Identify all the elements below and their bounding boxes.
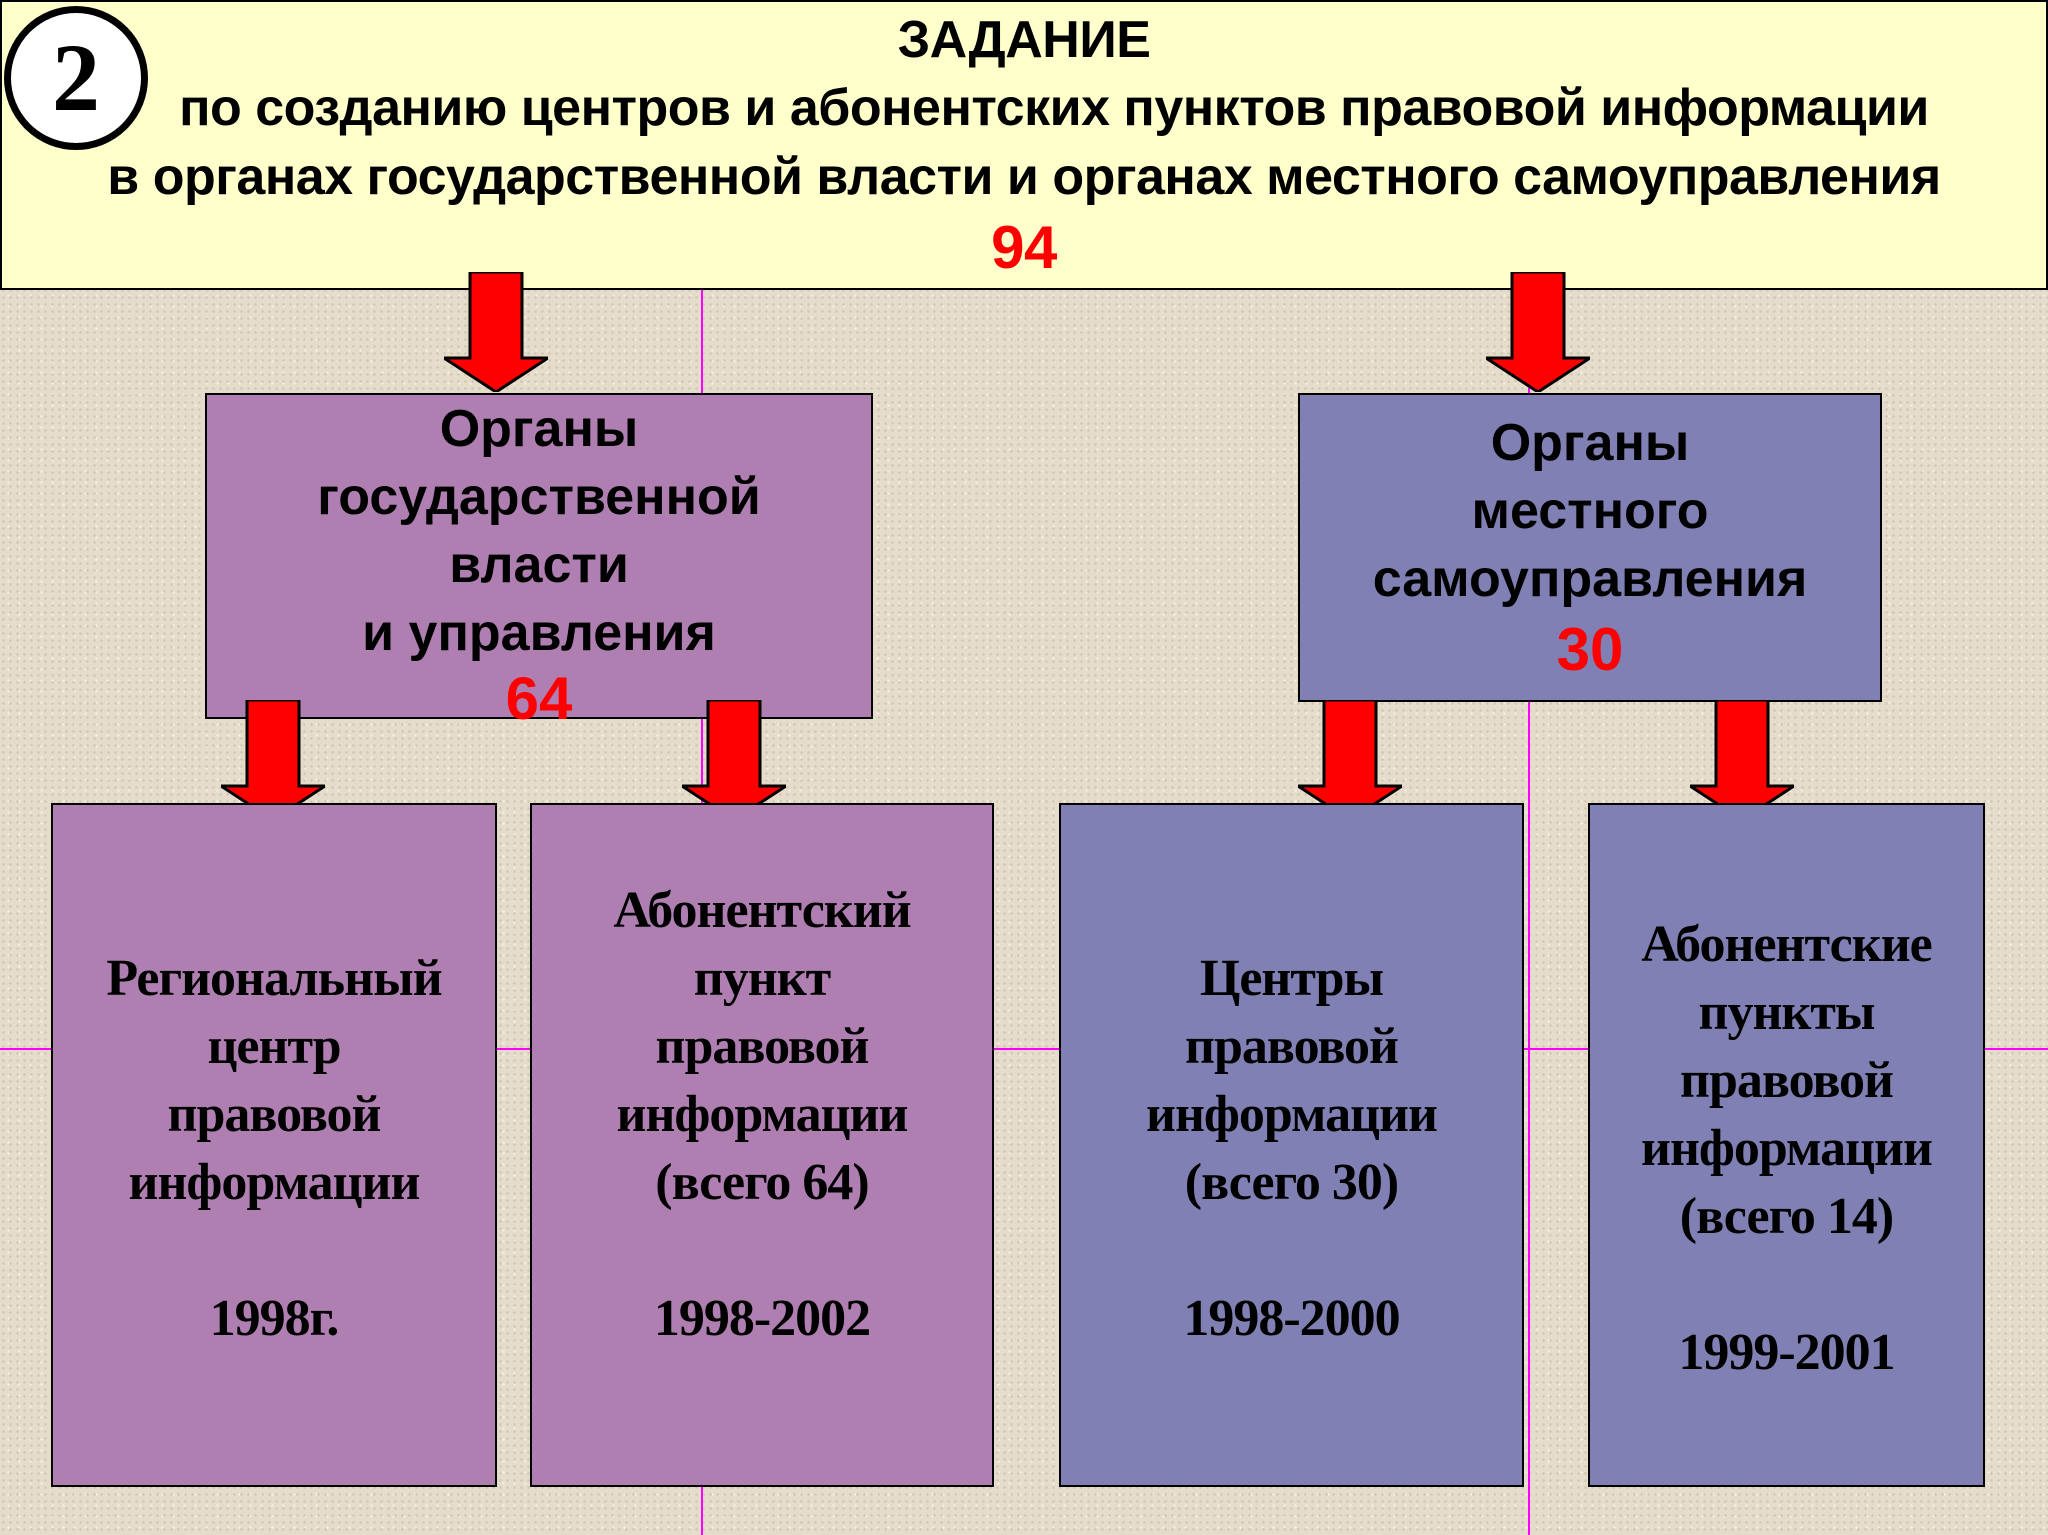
- box-text: власти: [449, 536, 629, 594]
- box-text: пункты: [1698, 984, 1875, 1041]
- box-text: Абонентские: [1641, 916, 1932, 973]
- state-subscriber-point-box: Абонентский пункт правовой информации (в…: [530, 803, 994, 1487]
- box-text: и управления: [362, 604, 716, 662]
- box-text: центр: [207, 1018, 341, 1075]
- local-centers-box: Центры правовой информации (всего 30) 19…: [1059, 803, 1524, 1487]
- local-subscriber-points-box: Абонентские пункты правовой информации (…: [1588, 803, 1985, 1487]
- box-text: Центры: [1199, 950, 1384, 1007]
- box-text: информации: [128, 1154, 421, 1211]
- arrow-down-icon: [1486, 272, 1590, 392]
- box-text: Региональный: [106, 950, 442, 1007]
- years-text: 1998-2002: [653, 1290, 871, 1347]
- local-government-box: Органы местного самоуправления 30: [1298, 393, 1882, 702]
- box-text: пункт: [693, 950, 831, 1007]
- years-text: 1999-2001: [1678, 1324, 1895, 1381]
- box-text: (всего 14): [1679, 1188, 1894, 1245]
- arrow-down-icon: [682, 700, 786, 820]
- box-text: самоуправления: [1372, 549, 1808, 608]
- box-text: государственной: [317, 468, 761, 526]
- box-text: Органы: [1490, 413, 1690, 472]
- box-text: (всего 30): [1184, 1154, 1399, 1211]
- box-text: местного: [1471, 481, 1709, 540]
- box-text: правовой: [167, 1086, 382, 1143]
- count-value: 30: [1556, 615, 1624, 683]
- header-title: ЗАДАНИЕ: [897, 11, 1151, 69]
- box-text: информации: [1146, 1086, 1438, 1143]
- box-text: Органы: [439, 400, 639, 458]
- years-text: 1998г.: [209, 1290, 340, 1347]
- arrow-down-icon: [1298, 700, 1402, 820]
- count-value: 64: [505, 665, 573, 732]
- task-header: [0, 0, 2048, 290]
- box-text: информации: [1641, 1120, 1933, 1177]
- header-total: 94: [991, 214, 1057, 281]
- box-text: правовой: [655, 1018, 870, 1075]
- guide-line: [701, 0, 703, 1535]
- step-number-badge: 2: [4, 6, 148, 150]
- guide-line: [1528, 0, 1530, 1535]
- years-text: 1998-2000: [1183, 1290, 1400, 1347]
- box-text: информации: [616, 1086, 909, 1143]
- state-authorities-box: Органы государственной власти и управлен…: [205, 393, 873, 731]
- box-text: Абонентский: [613, 882, 911, 939]
- box-text: (всего 64): [655, 1154, 869, 1211]
- regional-center-box: Региональный центр правовой информации 1…: [51, 803, 497, 1487]
- guide-line: [0, 1048, 2048, 1050]
- box-text: правовой: [1680, 1052, 1894, 1109]
- arrow-down-icon: [1690, 700, 1794, 820]
- arrow-down-icon: [221, 700, 325, 820]
- box-text: правовой: [1185, 1018, 1399, 1075]
- header-line-3: в органах государственной власти и орган…: [107, 148, 1941, 206]
- arrow-down-icon: [444, 272, 548, 392]
- header-line-2: по созданию центров и абонентских пункто…: [179, 79, 1929, 137]
